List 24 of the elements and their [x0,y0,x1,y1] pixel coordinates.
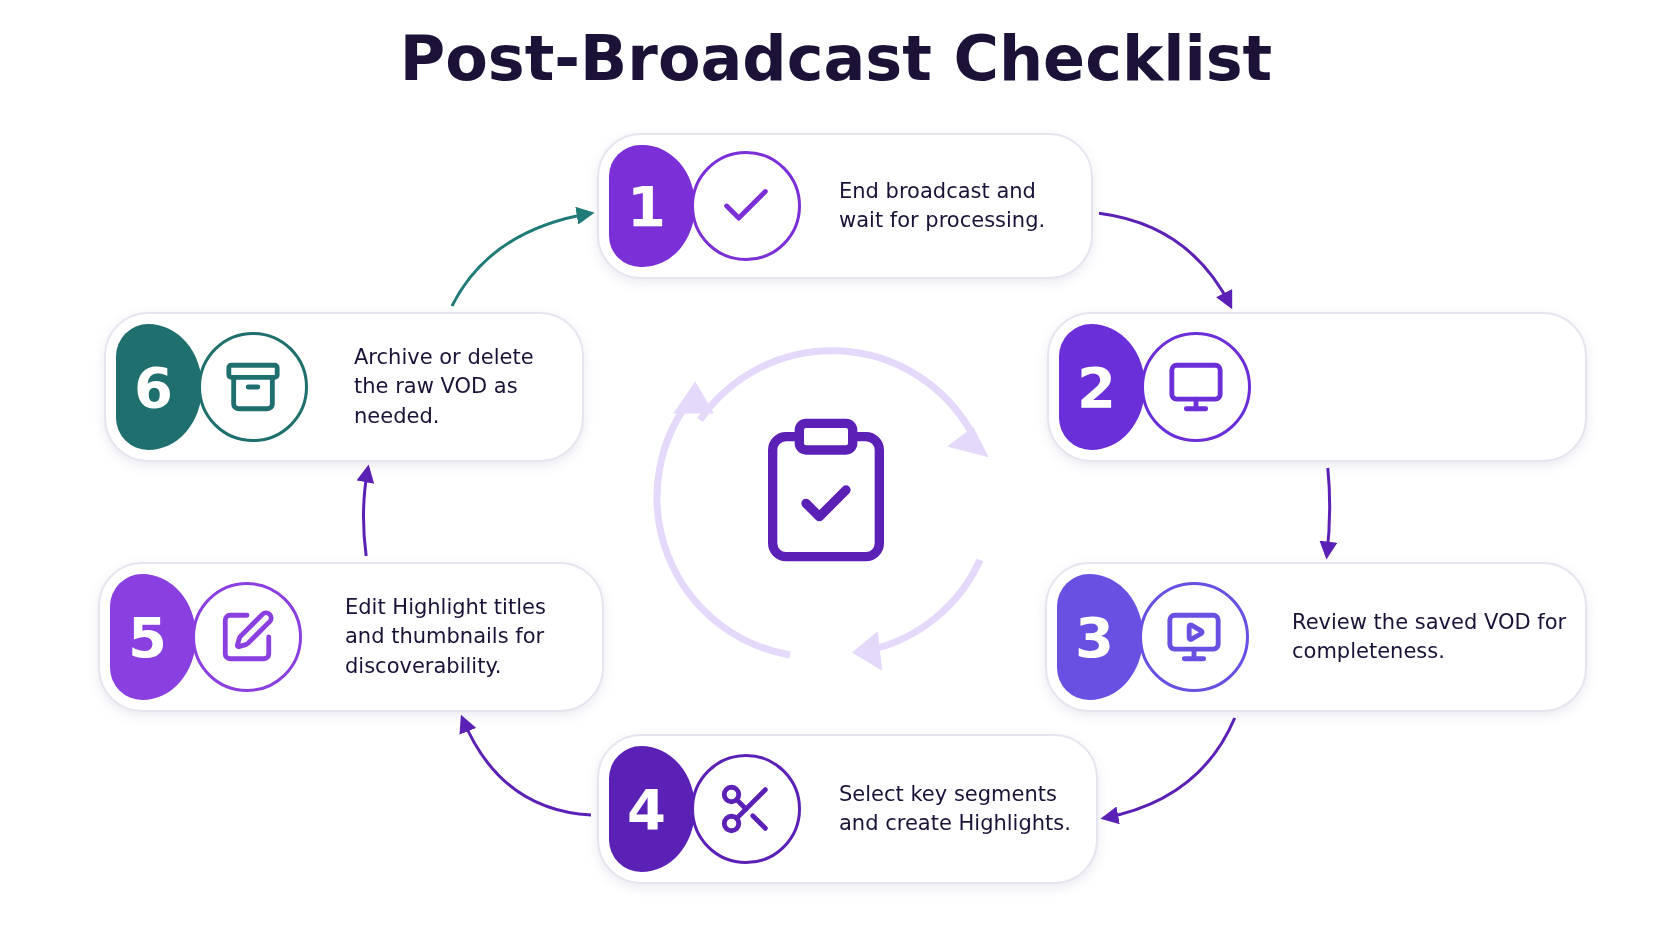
step-number: 4 [609,746,695,872]
step-number: 6 [116,324,202,450]
step-card [98,562,604,712]
arrow [1098,211,1233,310]
step-number: 1 [609,145,695,267]
arrow [450,207,595,307]
step-text: Review the saved VOD for completeness. [1292,608,1568,665]
step-card [1047,312,1587,462]
step-text: End broadcast and wait for processing. [839,177,1047,234]
step-card [597,734,1098,884]
step-text: Edit Highlight titles and thumbnails for discoverability. [345,593,547,680]
arrow [356,464,375,557]
step-number: 2 [1059,324,1145,450]
step-number: 3 [1057,574,1143,700]
step-text: Select key segments and create Highlights. [839,780,1072,837]
arrow [460,714,592,817]
step-card [1045,562,1587,712]
title: Post-Broadcast Checklist [399,22,1273,95]
step-number: 5 [110,574,196,700]
step-card [597,133,1093,279]
step-text: Archive or delete the raw VOD as needed. [354,343,535,430]
arrow [1100,717,1237,824]
step-card [104,312,584,462]
arrow [1319,467,1338,560]
